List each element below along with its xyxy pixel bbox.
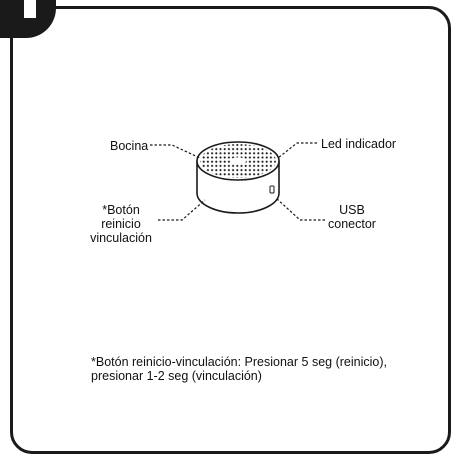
usb-port <box>269 185 275 194</box>
button-leader-line <box>158 199 206 221</box>
reset-button-label-line3: vinculación <box>90 231 152 245</box>
reset-button-label: *Botón reinicio vinculación <box>81 203 161 245</box>
usb-connector-label-line1: USB <box>339 203 365 217</box>
led-leader-line <box>277 142 317 159</box>
card-frame <box>10 6 451 454</box>
speaker-label: Bocina <box>110 139 149 153</box>
reset-pairing-note: *Botón reinicio-vinculación: Presionar 5… <box>91 355 421 383</box>
note-line2: presionar 1-2 seg (vinculación) <box>91 369 262 383</box>
usb-connector-label-line2: conector <box>328 217 376 231</box>
reset-button-label-line2: reinicio <box>101 217 141 231</box>
step-numeral <box>24 0 36 18</box>
usb-connector-label: USB conector <box>320 203 384 231</box>
grille-center <box>230 157 246 165</box>
led-indicator-label: Led indicador <box>321 137 397 151</box>
usb-leader-line <box>275 197 325 221</box>
note-line1: *Botón reinicio-vinculación: Presionar 5… <box>91 355 387 369</box>
reset-button-label-line1: *Botón <box>102 203 140 217</box>
speaker-leader-line <box>150 144 201 159</box>
